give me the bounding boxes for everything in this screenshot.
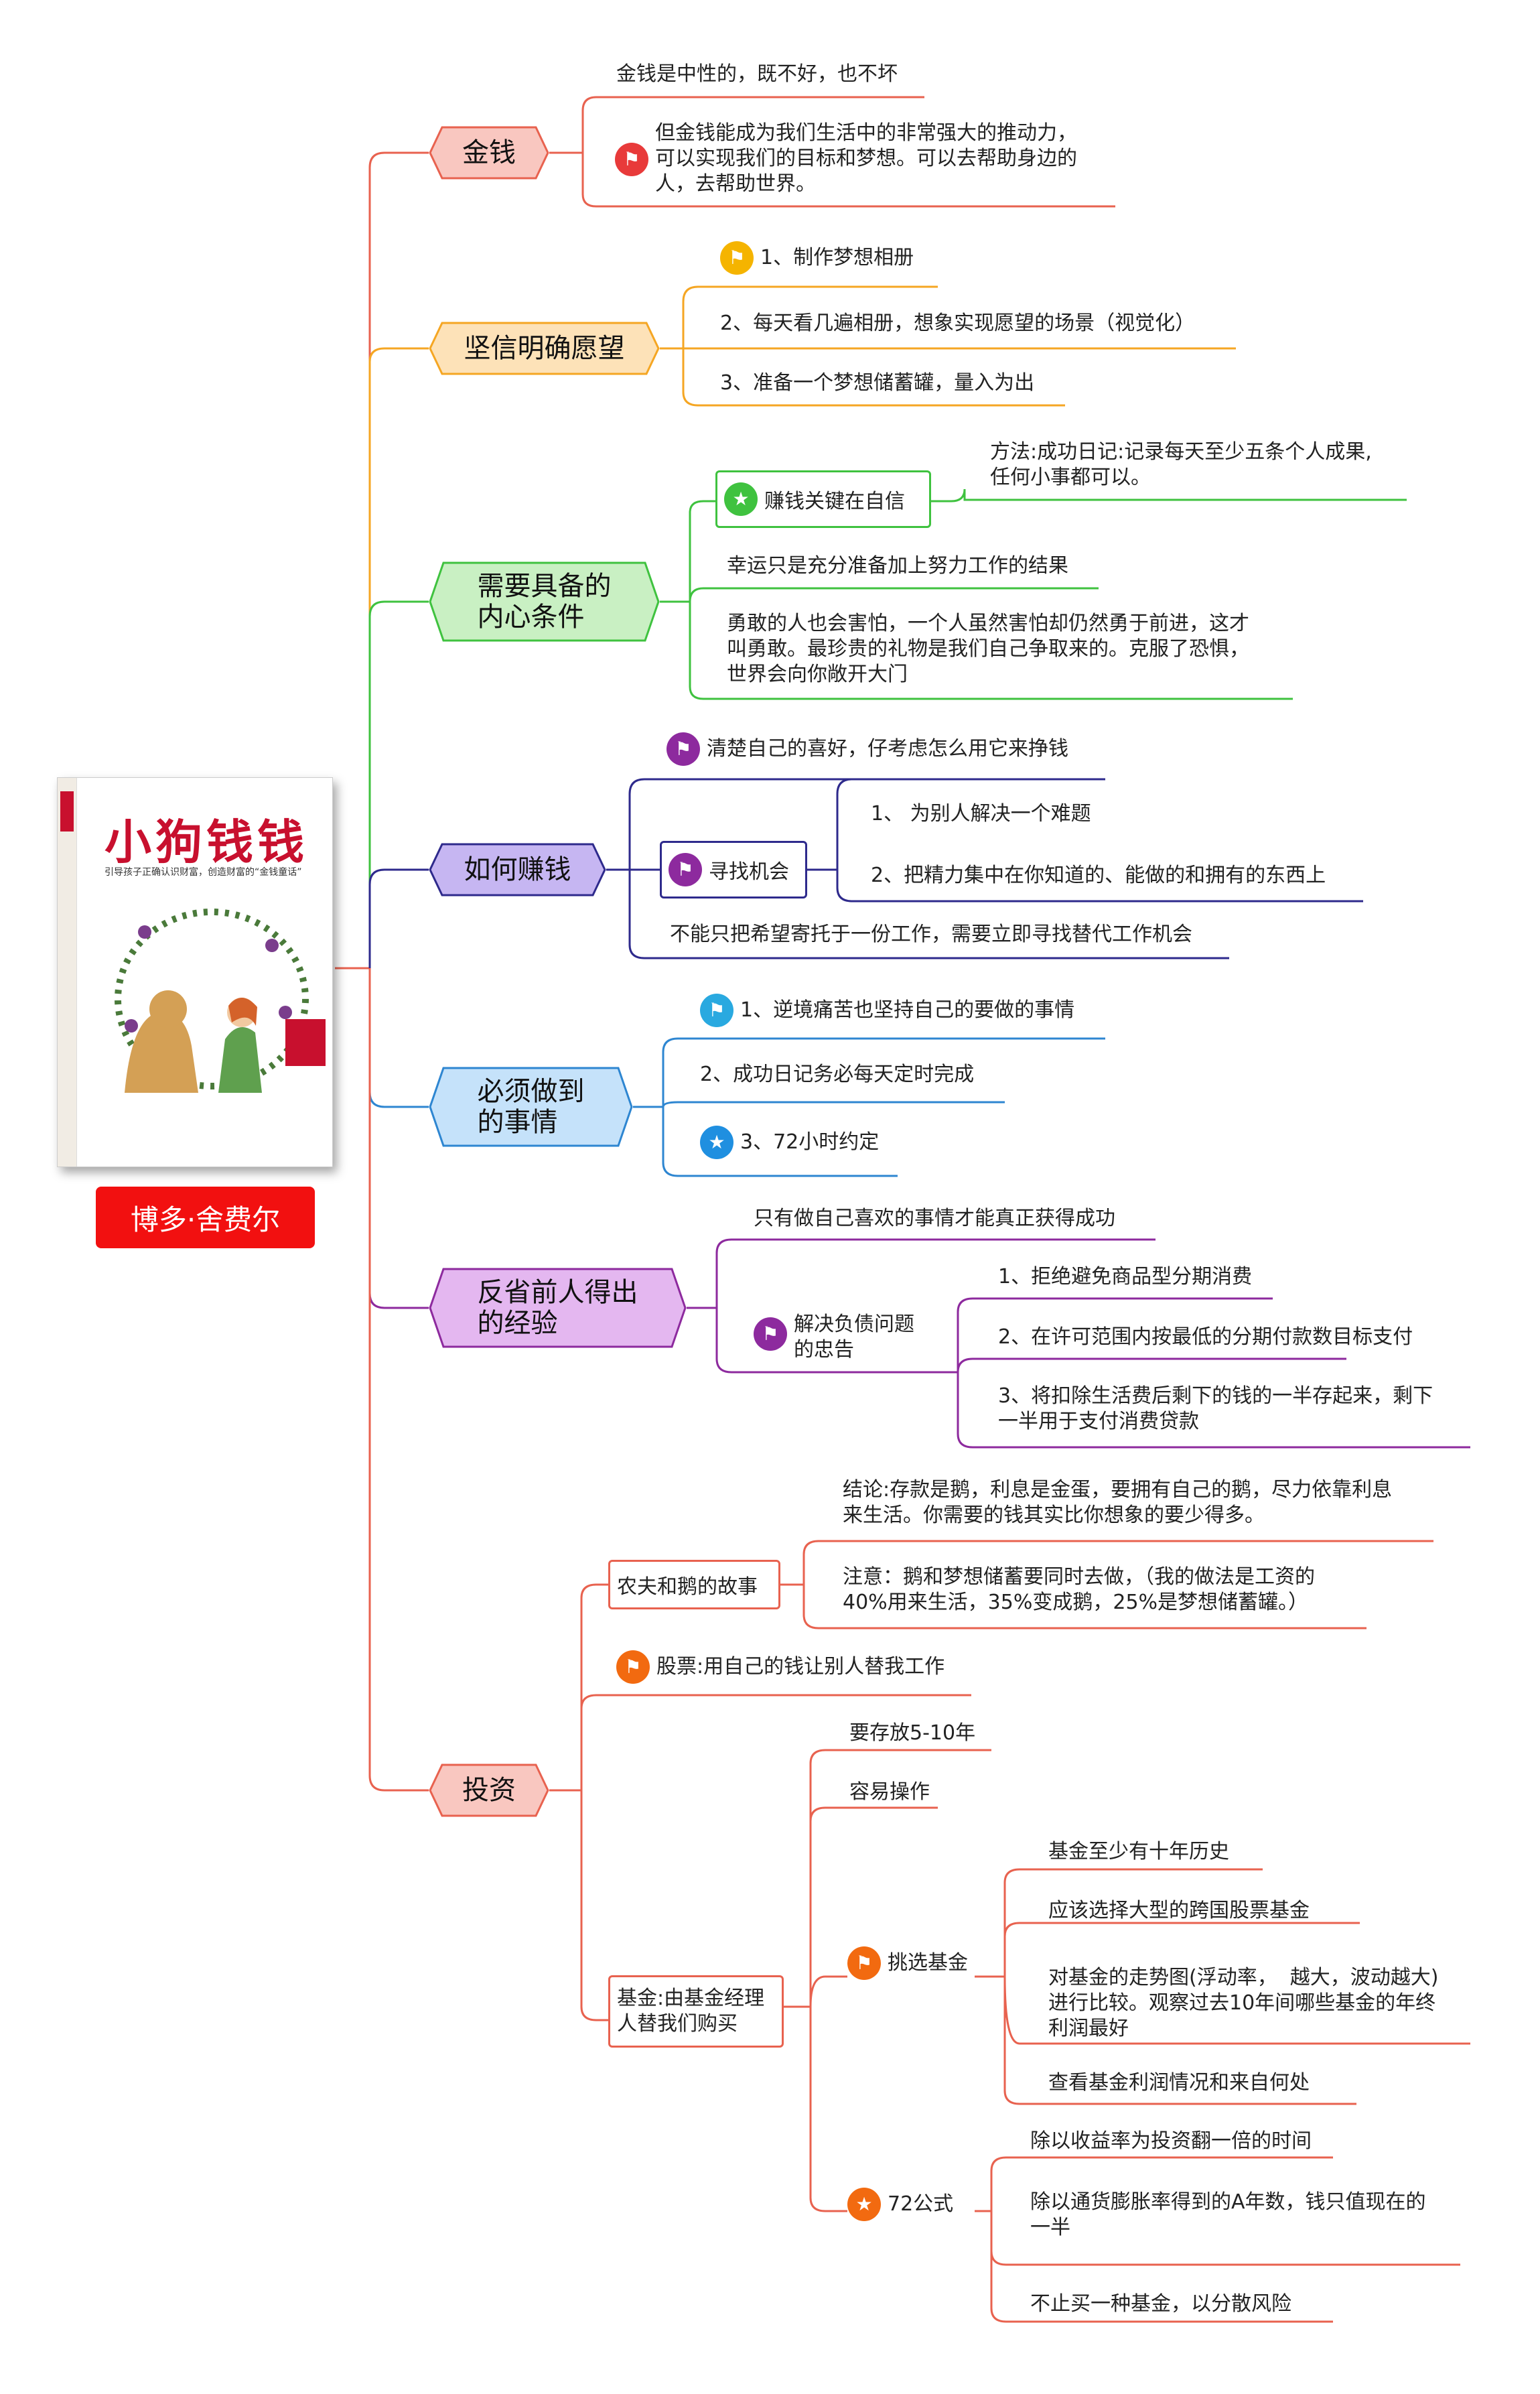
book-badge xyxy=(285,1019,326,1066)
earn-find-item-1: 1、 为别人解决一个难题 xyxy=(871,802,1091,825)
reflect-item-first: 只有做自己喜欢的事情才能真正获得成功 xyxy=(754,1207,1115,1230)
node-reflect-label: 反省前人得出 的经验 xyxy=(477,1277,638,1339)
flag-icon: ⚑ xyxy=(616,1650,650,1684)
must-item-2: 2、成功日记务必每天定时完成 xyxy=(700,1063,975,1086)
node-earn-label: 如何赚钱 xyxy=(464,854,571,885)
invest-rule72-item-3: 不止买一种基金，以分散风险 xyxy=(1030,2292,1291,2316)
inner-item-1: 幸运只是充分准备加上努力工作的结果 xyxy=(727,554,1068,578)
node-inner-label: 需要具备的 内心条件 xyxy=(477,571,612,633)
invest-goose-item-1: 结论:存款是鹅，利息是金蛋，要拥有自己的鹅，尽力依靠利息 来生活。你需要的钱其实… xyxy=(843,1478,1393,1527)
inner-item-2: 勇敢的人也会害怕，一个人虽然害怕却仍然勇于前进，这才 叫勇敢。最珍贵的礼物是我们… xyxy=(727,612,1249,686)
earn-find-label: 寻找机会 xyxy=(709,860,789,884)
flag-icon: ⚑ xyxy=(754,1317,787,1351)
wish-item-1: 1、制作梦想相册 xyxy=(760,246,914,269)
invest-goose-item-2: 注意：鹅和梦想储蓄要同时去做，（我的做法是工资的 40%用来生活，35%变成鹅，… xyxy=(843,1565,1315,1614)
star-icon: ★ xyxy=(700,1126,733,1159)
node-wish[interactable]: 坚信明确愿望 xyxy=(429,322,660,375)
book-cover-image: 小狗钱钱 引导孩子正确认识财富，创造财富的“金钱童话” xyxy=(57,777,333,1167)
invest-goose-label: 农夫和鹅的故事 xyxy=(617,1575,758,1599)
node-money-label: 金钱 xyxy=(462,137,516,168)
flag-icon: ⚑ xyxy=(720,241,754,275)
money-item-2: 但金钱能成为我们生活中的非常强大的推动力， 可以实现我们的目标和梦想。可以去帮助… xyxy=(655,121,1077,196)
invest-rule72-item-1: 除以收益率为投资翻一倍的时间 xyxy=(1030,2129,1312,2153)
node-money[interactable]: 金钱 xyxy=(429,126,549,180)
inner-key-label: 赚钱关键在自信 xyxy=(764,490,905,513)
node-wish-label: 坚信明确愿望 xyxy=(464,333,625,364)
book-subtitle: 引导孩子正确认识财富，创造财富的“金钱童话” xyxy=(104,867,302,878)
reflect-debt-item-1: 1、拒绝避免商品型分期消费 xyxy=(998,1265,1253,1288)
reflect-debt-label: 解决负债问题 的忠告 xyxy=(794,1313,914,1361)
node-must[interactable]: 必须做到 的事情 xyxy=(429,1067,633,1147)
inner-key-box[interactable]: ★ 赚钱关键在自信 xyxy=(715,470,931,528)
earn-item-last: 不能只把希望寄托于一份工作，需要立即寻找替代工作机会 xyxy=(670,923,1192,946)
invest-rule72-label: 72公式 xyxy=(888,2192,954,2216)
invest-pick-label: 挑选基金 xyxy=(888,1951,968,1975)
wish-item-3: 3、准备一个梦想储蓄罐，量入为出 xyxy=(720,371,1035,395)
node-must-label: 必须做到 的事情 xyxy=(477,1076,585,1138)
reflect-debt-item-3: 3、将扣除生活费后剩下的钱的一半存起来，剩下 一半用于支付消费贷款 xyxy=(998,1384,1433,1433)
author-label: 博多·舍费尔 xyxy=(96,1187,315,1248)
star-icon: ★ xyxy=(847,2188,881,2221)
money-item-1: 金钱是中性的，既不好，也不坏 xyxy=(616,62,898,86)
invest-fund-box[interactable]: 基金:由基金经理 人替我们购买 xyxy=(608,1975,784,2048)
node-invest[interactable]: 投资 xyxy=(429,1764,549,1817)
reflect-debt-item-2: 2、在许可范围内按最低的分期付款数目标支付 xyxy=(998,1325,1413,1349)
inner-key-detail: 方法:成功日记:记录每天至少五条个人成果, 任何小事都可以。 xyxy=(990,440,1372,489)
flag-icon: ⚑ xyxy=(615,143,648,176)
invest-fund-item-2: 容易操作 xyxy=(849,1780,930,1804)
earn-find-item-2: 2、把精力集中在你知道的、能做的和拥有的东西上 xyxy=(871,864,1326,887)
node-inner[interactable]: 需要具备的 内心条件 xyxy=(429,561,660,642)
book-title: 小狗钱钱 xyxy=(104,815,308,870)
flag-icon: ⚑ xyxy=(700,994,733,1027)
invest-pick-item-3: 对基金的走势图(浮动率， 越大，波动越大) 进行比较。观察过去10年间哪些基金的… xyxy=(1048,1966,1439,2040)
wish-item-2: 2、每天看几遍相册，想象实现愿望的场景（视觉化） xyxy=(720,312,1196,335)
must-item-1: 1、逆境痛苦也坚持自己的要做的事情 xyxy=(740,998,1075,1022)
earn-item-first: 清楚自己的喜好，仔考虑怎么用它来挣钱 xyxy=(707,737,1068,760)
flag-icon: ⚑ xyxy=(667,732,700,766)
invest-pick-item-2: 应该选择大型的跨国股票基金 xyxy=(1048,1899,1310,1922)
invest-pick-item-4: 查看基金利润情况和来自何处 xyxy=(1048,2071,1310,2094)
node-reflect[interactable]: 反省前人得出 的经验 xyxy=(429,1268,687,1348)
node-earn[interactable]: 如何赚钱 xyxy=(429,843,606,896)
node-invest-label: 投资 xyxy=(462,1775,516,1806)
invest-fund-item-1: 要存放5-10年 xyxy=(849,1721,976,1745)
flag-icon: ⚑ xyxy=(847,1946,881,1980)
earn-find-box[interactable]: ⚑ 寻找机会 xyxy=(660,841,807,899)
book-spine xyxy=(58,778,77,1167)
flag-icon: ⚑ xyxy=(669,853,702,886)
book-illustration xyxy=(115,909,309,1093)
invest-stock: 股票:用自己的钱让别人替我工作 xyxy=(656,1655,945,1678)
must-item-3: 3、72小时约定 xyxy=(740,1130,880,1154)
invest-fund-label: 基金:由基金经理 人替我们购买 xyxy=(617,1987,765,2036)
invest-goose-box[interactable]: 农夫和鹅的故事 xyxy=(608,1560,780,1609)
invest-rule72-item-2: 除以通货膨胀率得到的A年数，钱只值现在的 一半 xyxy=(1030,2190,1426,2239)
star-icon: ★ xyxy=(724,482,758,516)
invest-pick-item-1: 基金至少有十年历史 xyxy=(1048,1840,1229,1863)
